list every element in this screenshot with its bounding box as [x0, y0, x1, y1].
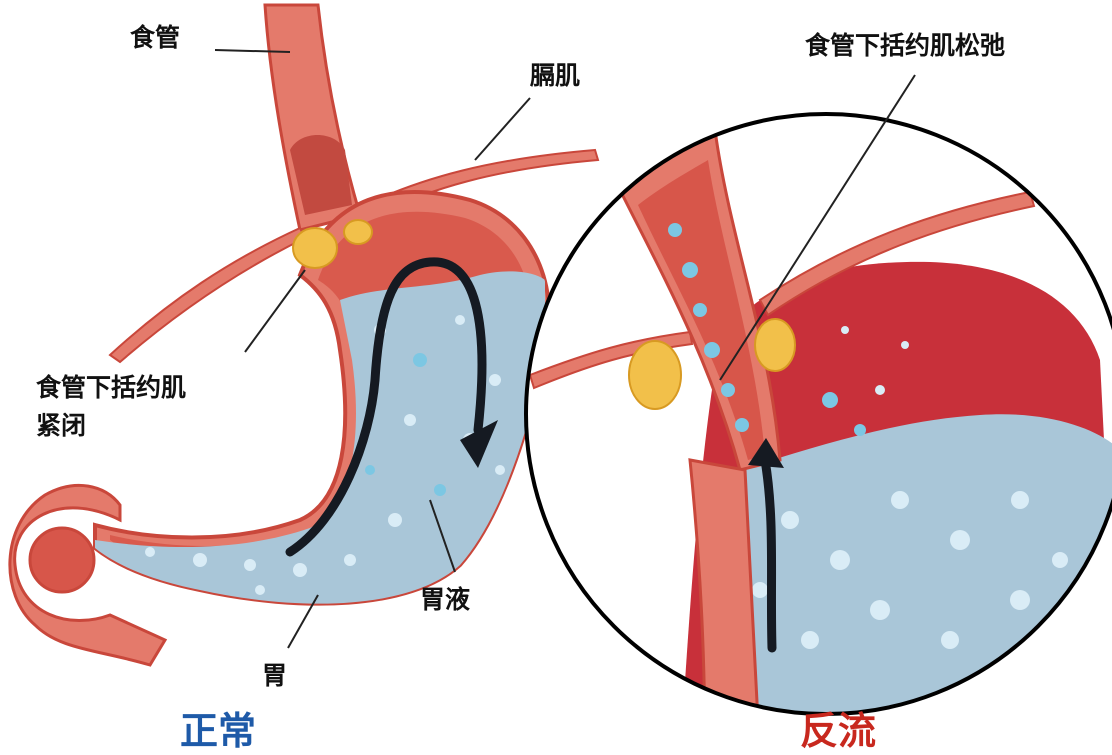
label-les-closed-line2: 紧闭 — [36, 411, 87, 440]
magnifier-ring — [524, 112, 1112, 716]
caption-reflux: 反流 — [800, 709, 877, 753]
normal-stomach-illustration — [8, 3, 600, 667]
caption-normal: 正常 — [180, 709, 257, 753]
label-esophagus: 食管 — [130, 23, 181, 52]
reflux-magnified-circle — [524, 74, 1112, 716]
label-gastric-juice: 胃液 — [420, 585, 471, 614]
label-stomach: 胃 — [262, 661, 288, 690]
label-les-closed-line1: 食管下括约肌 — [36, 373, 187, 402]
label-les-relaxed: 食管下括约肌松弛 — [805, 31, 1006, 60]
label-diaphragm: 膈肌 — [530, 61, 581, 90]
